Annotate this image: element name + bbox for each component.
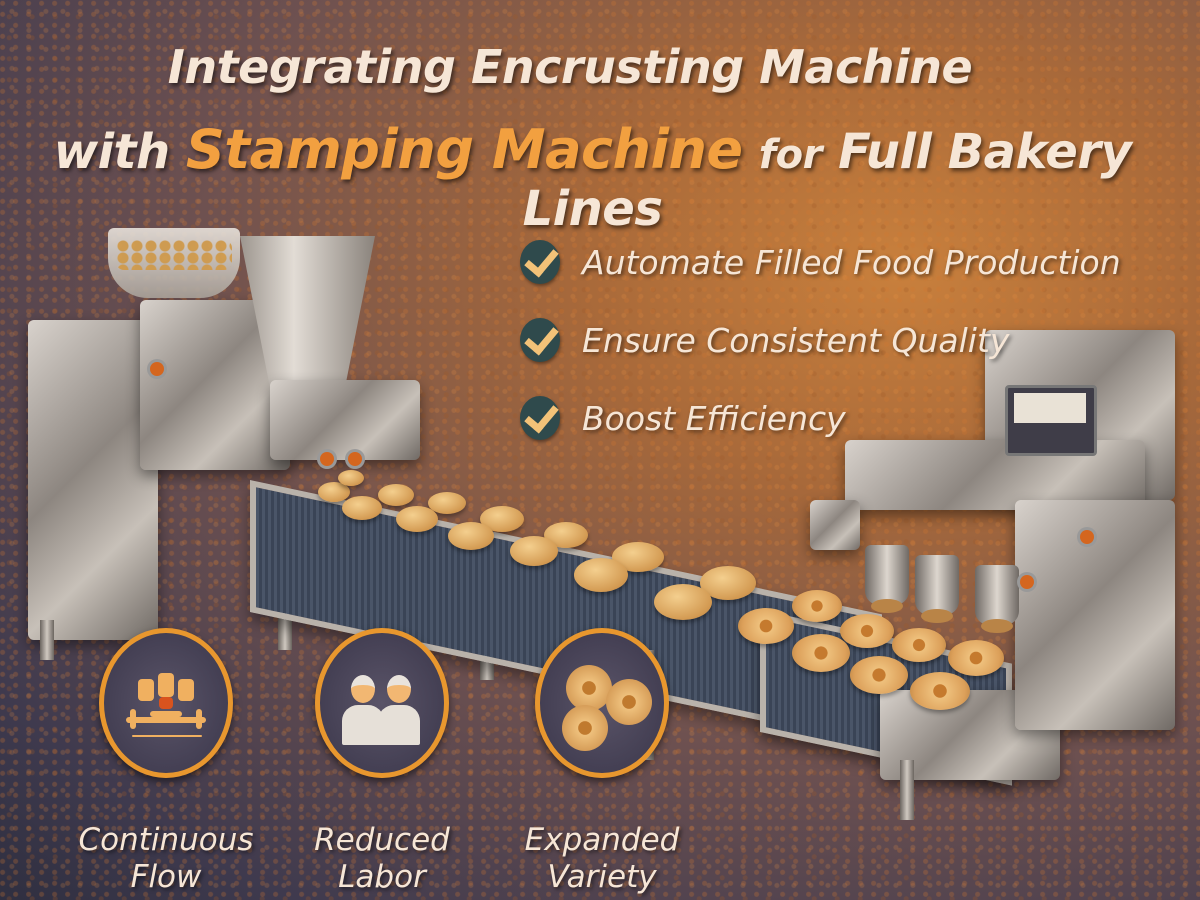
- benefit-label-line2: Flow: [130, 859, 202, 896]
- headline-accent: Stamping Machine: [185, 118, 743, 181]
- benefit-label-line1: Reduced: [314, 822, 450, 858]
- benefit-label-line2: Labor: [338, 859, 426, 896]
- benefit-expanded-variety: Expanded Variety: [492, 628, 712, 896]
- headline-suffix: Full Bakery Lines: [522, 124, 1132, 237]
- pastries-icon: [535, 628, 669, 778]
- continuous-flow-icon: [99, 628, 233, 778]
- check-icon: [520, 396, 560, 440]
- benefit-continuous-flow: Continuous Flow: [56, 628, 276, 896]
- benefit-label-line1: Expanded: [524, 822, 680, 858]
- headline-line-1: Integrating Encrusting Machine: [167, 40, 973, 94]
- benefit-reduced-labor: Reduced Labor: [272, 628, 492, 896]
- checklist-label: Boost Efficiency: [582, 398, 846, 438]
- checklist-label: Automate Filled Food Production: [582, 242, 1121, 282]
- control-panel-screen: [1005, 385, 1097, 456]
- headline-line-2: with Stamping Machine for Full Bakery Li…: [0, 118, 1200, 237]
- checklist-item: Ensure Consistent Quality: [520, 310, 1121, 370]
- headline-with: with: [53, 124, 170, 180]
- checklist-item: Automate Filled Food Production: [520, 232, 1121, 292]
- checklist-label: Ensure Consistent Quality: [582, 320, 1010, 360]
- feature-checklist: Automate Filled Food Production Ensure C…: [520, 232, 1121, 466]
- check-icon: [520, 318, 560, 362]
- workers-icon: [315, 628, 449, 778]
- benefit-label-line2: Variety: [547, 859, 657, 896]
- check-icon: [520, 240, 560, 284]
- benefit-label-line1: Continuous: [78, 822, 254, 858]
- headline-for: for: [758, 132, 823, 178]
- checklist-item: Boost Efficiency: [520, 388, 1121, 448]
